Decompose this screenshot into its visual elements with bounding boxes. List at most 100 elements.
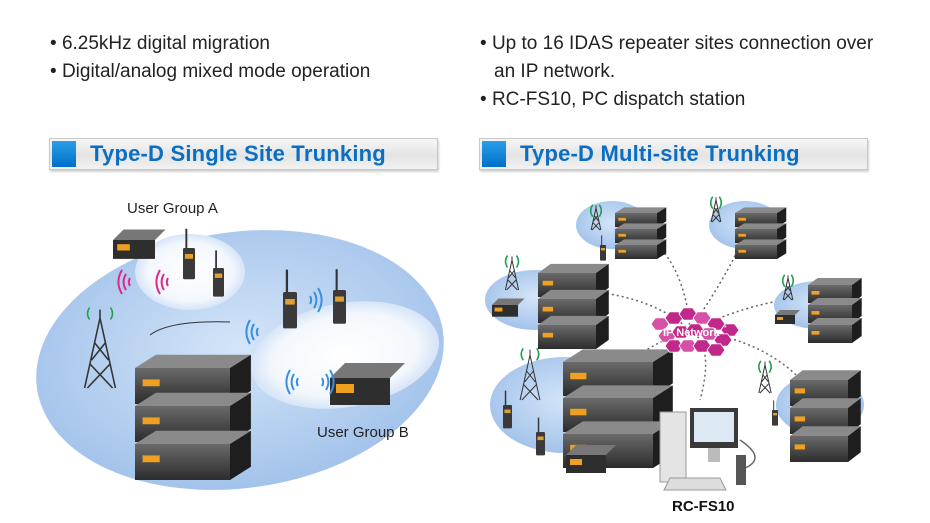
mobile-display <box>494 307 503 312</box>
repeater-server-stack <box>790 370 861 462</box>
mobile-display <box>117 244 130 251</box>
server-display <box>618 217 626 221</box>
ip-network-footnote-mark: * <box>724 325 727 332</box>
radio-body <box>213 268 224 297</box>
signal-waves <box>589 204 603 218</box>
network-hexagon <box>671 325 691 339</box>
handheld-radio-icon <box>772 400 778 426</box>
signal-arc <box>325 373 330 391</box>
server-side <box>657 207 667 227</box>
server-top <box>790 398 861 408</box>
tower-icon <box>758 360 772 394</box>
handheld-radio-icon <box>600 235 606 261</box>
server-display <box>570 372 587 380</box>
tower-lattice <box>590 205 602 231</box>
network-hexagon <box>678 339 698 353</box>
server-top <box>615 239 667 245</box>
ip-network-label: IP Network <box>663 327 721 339</box>
signal-arc <box>309 295 313 305</box>
server-display <box>542 280 554 286</box>
signal-arc <box>127 277 131 287</box>
server-top <box>790 426 861 436</box>
network-hexagon <box>699 327 719 341</box>
signal-arc <box>290 373 295 391</box>
tower-lattice <box>519 349 541 401</box>
server-display <box>142 455 160 463</box>
radio-display <box>335 296 344 302</box>
tower-lattice <box>504 256 520 291</box>
mobile-body <box>775 315 795 324</box>
server-top <box>538 315 609 325</box>
repeater-server-stack <box>538 263 609 349</box>
mobile-display <box>777 317 783 320</box>
radio-antenna <box>773 400 775 410</box>
network-hexagon <box>713 333 733 347</box>
network-hexagon <box>706 343 726 357</box>
signal-waves <box>781 274 795 288</box>
server-side <box>777 239 787 259</box>
handheld-radio-icon <box>503 390 512 429</box>
multi-site-header: Type-D Multi-site Trunking <box>479 138 868 170</box>
server-top <box>615 223 667 229</box>
network-hexagon <box>692 311 712 325</box>
signal-arc <box>329 369 335 395</box>
user-group-a-label: User Group A <box>127 200 218 217</box>
tower-icon <box>589 204 603 231</box>
signal-arc <box>155 269 161 295</box>
handheld-radio-icon <box>536 417 545 456</box>
server-side <box>852 318 862 343</box>
signal-arc <box>255 327 259 337</box>
server-display <box>570 408 587 416</box>
radio-antenna <box>285 269 289 292</box>
signal-arc <box>295 377 299 387</box>
server-top <box>808 318 862 325</box>
signal-waves <box>520 347 540 361</box>
server-top <box>615 207 667 213</box>
network-hexagon <box>664 311 684 325</box>
tower-lattice <box>782 275 794 301</box>
handheld-radio-icon <box>213 250 224 297</box>
server-top <box>563 421 673 434</box>
server-display <box>811 291 820 295</box>
server-side <box>230 392 251 442</box>
network-link <box>689 229 746 331</box>
server-top <box>735 207 787 213</box>
keyboard <box>663 477 727 491</box>
server-top <box>135 354 251 368</box>
mobile-radio-icon <box>330 363 405 405</box>
tower-icon <box>781 274 795 301</box>
server-side <box>596 315 609 349</box>
mobile-radio-icon <box>566 445 616 473</box>
section-title: Type-D Single Site Trunking <box>90 141 386 166</box>
mobile-radio-icon <box>492 298 525 317</box>
radio-display <box>504 409 511 414</box>
server-side <box>777 223 787 243</box>
repeater-server-stack <box>135 354 251 480</box>
server-side <box>230 354 251 404</box>
radio-body <box>772 410 778 426</box>
mobile-top <box>330 363 405 378</box>
signal-waves <box>709 196 723 210</box>
ip-network-cloud: IP Network* <box>650 307 740 357</box>
server-side <box>657 239 667 259</box>
mobile-display <box>570 459 582 465</box>
signal-waves-icon <box>117 269 131 295</box>
server-top <box>135 430 251 444</box>
signal-waves <box>758 360 772 374</box>
signal-arc <box>313 291 318 309</box>
tower-lattice <box>758 361 772 394</box>
mobile-top <box>492 298 525 305</box>
signal-arc <box>117 269 123 295</box>
mobile-top <box>566 445 616 455</box>
signal-arc <box>285 369 291 395</box>
repeater-server-stack <box>808 278 862 343</box>
radio-body <box>333 290 346 324</box>
radio-body <box>503 405 512 429</box>
server-side <box>596 289 609 323</box>
bullet-item: Digital/analog mixed mode operation <box>50 58 450 86</box>
server-top <box>808 278 862 285</box>
server-side <box>653 349 673 396</box>
header-accent-square <box>482 141 506 167</box>
bullet-item: 6.25kHz digital migration <box>50 30 450 58</box>
